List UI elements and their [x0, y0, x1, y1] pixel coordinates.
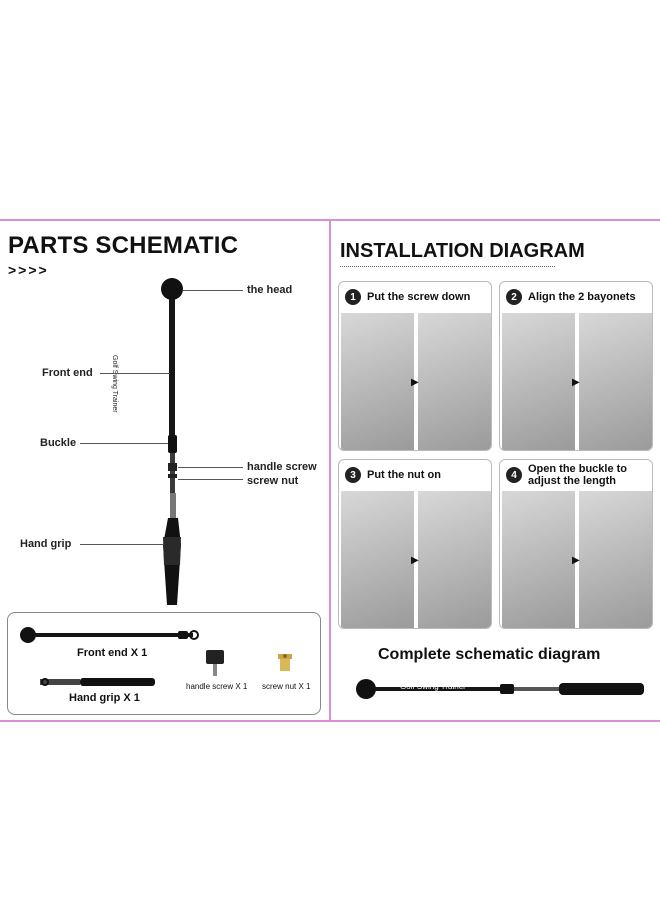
hand-grip-leader-line	[80, 544, 164, 545]
front-end-leader-line	[100, 373, 170, 374]
step-2-photo-right	[579, 313, 652, 450]
label-front-end: Front end	[42, 367, 93, 379]
screw-nut-leader-line	[178, 479, 243, 480]
part-handle-screw-caption: handle screw X 1	[186, 682, 248, 691]
handle-screw-part-illustration	[206, 650, 224, 676]
buckle-leader-line	[80, 443, 168, 444]
complete-diagram-title: Complete schematic diagram	[378, 646, 601, 663]
step-3-number: 3	[345, 467, 361, 483]
step-4-photo-left	[502, 491, 575, 628]
step-4-number: 4	[506, 467, 522, 483]
step-3-card: 3 Put the nut on ▶	[338, 459, 492, 629]
step-1-photo-left	[341, 313, 414, 450]
front-end-part-illustration	[20, 627, 199, 643]
arrow-right-icon: ▶	[572, 377, 580, 388]
chevron-decoration: >>>>	[8, 262, 49, 278]
hand-grip-part-illustration	[40, 678, 155, 686]
title-underline	[340, 266, 555, 267]
step-3-photo-left	[341, 491, 414, 628]
step-1-text: Put the screw down	[367, 291, 471, 303]
step-1-card: 1 Put the screw down ▶	[338, 281, 492, 451]
stick-text: Golf Swing Trainer	[111, 355, 118, 413]
panel-divider	[329, 219, 331, 722]
trainer-stick-illustration	[161, 278, 183, 605]
step-2-card: 2 Align the 2 bayonets ▶	[499, 281, 653, 451]
step-2-photo-left	[502, 313, 575, 450]
label-buckle: Buckle	[40, 437, 77, 449]
step-4-photo-right	[579, 491, 652, 628]
arrow-right-icon: ▶	[411, 555, 419, 566]
parts-list-box	[7, 612, 321, 715]
step-4-card: 4 Open the buckle to adjust the length ▶	[499, 459, 653, 629]
installation-title: INSTALLATION DIAGRAM	[340, 240, 585, 262]
screw-nut-part-illustration	[278, 654, 292, 671]
complete-stick-text: Golf Swing Trainer	[400, 682, 466, 691]
part-front-end-stick-text: Golf Swing Trainer	[58, 626, 116, 633]
part-screw-nut-caption: screw nut X 1	[262, 682, 311, 691]
step-4-text: Open the buckle to adjust the length	[528, 463, 628, 487]
head-leader-line	[183, 290, 243, 291]
part-hand-grip-caption: Hand grip X 1	[69, 692, 140, 704]
step-1-number: 1	[345, 289, 361, 305]
label-hand-grip: Hand grip	[20, 538, 72, 550]
part-front-end-caption: Front end X 1	[77, 647, 148, 659]
arrow-right-icon: ▶	[411, 377, 419, 388]
label-screw-nut: screw nut	[247, 475, 299, 487]
label-head: the head	[247, 284, 293, 296]
step-3-photo-right	[418, 491, 491, 628]
complete-trainer-illustration	[356, 679, 644, 699]
step-3-text: Put the nut on	[367, 469, 441, 481]
step-1-photo-right	[418, 313, 491, 450]
arrow-right-icon: ▶	[572, 555, 580, 566]
step-2-text: Align the 2 bayonets	[528, 291, 636, 303]
parts-schematic-title: PARTS SCHEMATIC	[8, 232, 239, 259]
label-handle-screw: handle screw	[247, 461, 317, 473]
handle-screw-leader-line	[178, 467, 243, 468]
step-2-number: 2	[506, 289, 522, 305]
